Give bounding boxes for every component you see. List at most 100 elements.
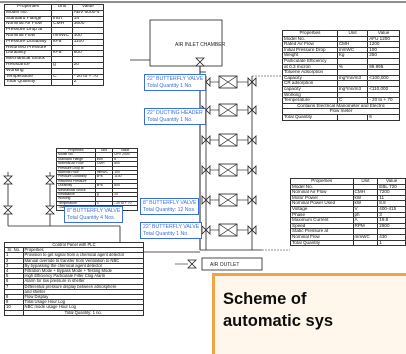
table-cell: UPV 2000: [112, 152, 138, 158]
table-cell: Nominal Flow: [56, 169, 96, 176]
table-row: Toluene Adsorption: [282, 69, 400, 76]
table-cell: [336, 69, 369, 76]
table-cell: mg*mn/m3: [336, 85, 369, 93]
table-row: at 0.3 micron%99.995: [282, 63, 400, 71]
fan-table-header: Properties Unit Value: [3, 4, 105, 11]
table-cell: Manual override to transfer from Ventila…: [22, 257, 145, 264]
air-outlet-box: [201, 257, 263, 271]
table-cell: By bypassing the chemical agent detector: [22, 262, 145, 270]
air-inlet-chamber: [149, 19, 223, 67]
col-value: Value: [71, 4, 105, 11]
table-cell: 1: [377, 239, 406, 247]
table-cell: Flow meter: [282, 108, 400, 115]
table-row: Model No. ABV 5000-4: [3, 9, 105, 17]
table-row: Total Quantity: 1 no.: [4, 309, 145, 316]
table-cell: [367, 91, 400, 99]
table-cell: Durability: [3, 50, 53, 58]
table-cell: Standard Flange: [56, 156, 96, 163]
table-cell: Temperature: [56, 200, 96, 207]
air-outlet-label: AIR OUTLET: [210, 262, 239, 268]
table-cell: 1100: [71, 38, 105, 46]
table-cell: Alarm for low pressure in shelter: [22, 278, 145, 285]
overlay-title-line-2: automatic sys: [223, 312, 334, 330]
table-cell: Pressure Drop at: [56, 165, 96, 172]
table-cell: [336, 80, 369, 87]
table-header-cell: Value: [112, 147, 138, 154]
table-cell: Provision to get signal from a chemical …: [22, 252, 145, 259]
table-cell: 6: [367, 113, 400, 121]
table-cell: 100: [71, 33, 105, 40]
table-cell: Mechanical Shock: [3, 56, 53, 63]
table-cell: [336, 113, 369, 121]
table-cell: [71, 27, 105, 34]
table-cell: [367, 69, 400, 76]
note-left-butterfly-valve: 8" BUTTERFLY VALVE Total Quantity 4 Nos.: [64, 206, 124, 224]
left-valve-1: [3, 175, 13, 185]
table-cell: mmWC: [51, 33, 73, 40]
note-top-butterfly-valve: 22" BUTTERFLY VALVE Total Quantity 1 No.: [144, 74, 207, 92]
left-valve-2: [3, 205, 13, 215]
table-row: Total Quantity 2: [3, 79, 105, 87]
table-cell: %: [336, 63, 369, 71]
table-cell: Differential pressure display between at…: [22, 283, 145, 290]
table-cell: Returned Pressure: [3, 44, 53, 52]
table-cell: Contains Electrical Manometer and Electr…: [282, 102, 400, 110]
table-cell: Filtration Mode + Bypass Mode + Testing …: [22, 267, 145, 275]
table-cell: [4, 309, 24, 316]
note-low-butterfly-valve: 22" BUTTERFLY VALVE Total Quantity 1 No.: [140, 222, 203, 240]
table-cell: - 20 to + 70: [112, 200, 138, 207]
filter-units: [201, 75, 257, 237]
left-valve-4: [45, 205, 55, 215]
note-mid-butterfly-valve: 8" BUTTERFLY VALVE Total Quantity: 12 No…: [140, 198, 200, 216]
table-cell: 2: [71, 79, 105, 87]
table-cell: C: [336, 97, 369, 104]
table-cell: 99.995: [367, 63, 400, 71]
control-panel-title: Control Panel with PLC: [4, 241, 144, 249]
table-header-cell: Properties: [56, 147, 96, 154]
table-row: Total Quantity 6: [282, 113, 400, 121]
table-cell: Nominal Air Flow: [56, 161, 96, 167]
table-cell: Total Quantity: [282, 113, 338, 121]
table-cell: High Efficiency Particulate Filter Clog …: [22, 273, 145, 280]
table-cell: Pressure Durability: [56, 174, 96, 180]
fan-spec-table: Properties Unit Value Model No. ABV 5000-…: [3, 4, 105, 87]
table-cell: Model No.: [3, 9, 53, 17]
table-row: Contains Electrical Manometer and Electr…: [282, 102, 400, 110]
table-row: Working: [282, 91, 400, 99]
table-cell: ABV 5000-4: [71, 9, 105, 17]
air-inlet-label: AIR INLET CHAMBER: [175, 42, 226, 48]
left-valve-3: [45, 175, 55, 185]
table-cell: Returned Pressure: [56, 178, 96, 185]
col-properties: Properties: [3, 4, 53, 11]
table-row: Returned Pressure: [3, 44, 105, 52]
table-cell: mg*mn/m3: [336, 74, 369, 82]
title-overlay: Scheme of automatic sys: [212, 273, 406, 354]
table-cell: <100,000: [367, 74, 400, 82]
table-cell: Pressure Drop at: [3, 27, 53, 34]
table-cell: - 20 to + 70: [367, 97, 400, 104]
table-cell: [71, 44, 105, 52]
table-cell: Total Quantity: [3, 79, 53, 87]
table-cell: 800: [71, 50, 105, 58]
table-cell: [367, 80, 400, 87]
table-cell: Pressure Durability: [3, 38, 53, 46]
control-panel-table: Control Panel with PLC Sr. No.Properties…: [4, 241, 145, 316]
table-cell: [352, 239, 379, 247]
